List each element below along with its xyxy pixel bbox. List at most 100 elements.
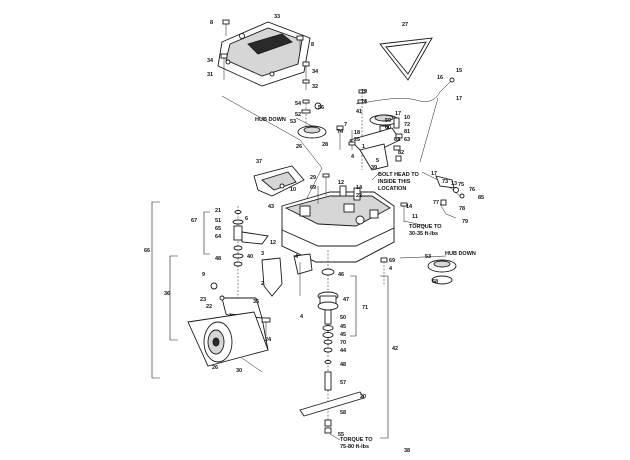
callout-4: 4	[300, 314, 304, 320]
drive-belt	[379, 37, 433, 81]
callout-6: 6	[245, 216, 248, 222]
callout-12: 12	[338, 180, 344, 186]
callout-74: 74	[337, 129, 344, 135]
callout-55: 55	[338, 432, 344, 438]
callout-31: 31	[207, 72, 213, 78]
hub-down-note-right: HUB DOWN	[445, 251, 476, 257]
torque-note-blade-line1: TORQUE TO	[340, 437, 373, 443]
callout-22: 22	[206, 304, 212, 310]
callout-9: 9	[202, 272, 205, 278]
callout-17: 17	[395, 111, 401, 117]
height-linkage	[400, 171, 465, 222]
callout-30: 30	[236, 368, 242, 374]
caster-mount-bracket	[261, 253, 313, 297]
callout-46: 46	[338, 272, 344, 278]
callout-58: 58	[340, 410, 346, 416]
callout-63: 63	[404, 137, 410, 143]
callout-26: 26	[296, 144, 302, 150]
callout-12: 12	[270, 240, 276, 246]
callout-48: 48	[215, 256, 221, 262]
callout-54: 54	[295, 101, 302, 107]
callout-45: 45	[340, 332, 346, 338]
callout-68: 68	[432, 279, 438, 285]
callout-51: 51	[215, 218, 221, 224]
callout-77: 77	[433, 200, 439, 206]
torque-note-blade-line2: 75-80 ft-lbs	[340, 444, 369, 450]
torque-note-deck-line2: 30-35 ft-lbs	[409, 231, 438, 237]
callout-34: 34	[312, 69, 319, 75]
callout-22: 22	[356, 193, 362, 199]
callout-24: 24	[265, 337, 272, 343]
callout-76: 76	[469, 187, 475, 193]
callout-53: 53	[290, 119, 296, 125]
callout-73: 73	[442, 179, 448, 185]
bolt-head-note-line2: INSIDE THIS	[378, 179, 411, 185]
callout-4: 4	[351, 154, 355, 160]
callout-20: 20	[360, 394, 366, 400]
callout-1: 1	[362, 144, 365, 150]
callout-33: 33	[274, 14, 280, 20]
callout-65: 65	[215, 226, 221, 232]
belt-guard	[253, 165, 305, 197]
callout-29: 29	[310, 175, 316, 181]
callout-32: 32	[312, 84, 318, 90]
callout-28: 28	[322, 142, 328, 148]
callout-27: 27	[402, 22, 408, 28]
callout-13: 13	[451, 181, 457, 187]
callout-21: 21	[215, 208, 221, 214]
callout-numbers: 8 33 8 27 34 34 31 32 16 15 17 19 14 41 …	[144, 14, 484, 454]
callout-11: 11	[412, 214, 418, 220]
bolt-head-note-line3: LOCATION	[378, 186, 406, 192]
callout-69: 69	[310, 185, 316, 191]
mower-deck	[281, 173, 395, 263]
callout-72: 72	[404, 122, 410, 128]
callout-66: 66	[144, 248, 150, 254]
callout-17: 17	[431, 171, 437, 177]
callout-8: 8	[210, 20, 213, 26]
callout-35: 35	[253, 299, 259, 305]
callout-26: 26	[212, 365, 218, 371]
callout-36: 36	[164, 291, 170, 297]
callout-10: 10	[404, 115, 410, 121]
caster-wheel	[203, 321, 233, 363]
caster-stack	[232, 206, 269, 300]
right-hub-pulley	[380, 257, 457, 286]
callout-34: 34	[207, 58, 214, 64]
callout-64: 64	[215, 234, 222, 240]
callout-8: 8	[311, 42, 314, 48]
callout-37: 37	[256, 159, 262, 165]
callout-57: 57	[340, 380, 346, 386]
callout-10: 10	[290, 187, 296, 193]
callout-4: 4	[389, 266, 393, 272]
engine-cover	[217, 21, 311, 87]
callout-16: 16	[437, 75, 443, 81]
torque-note-deck-line1: TORQUE TO	[409, 224, 442, 230]
callout-50: 50	[340, 315, 346, 321]
callout-14: 14	[361, 99, 368, 105]
callout-60: 60	[385, 125, 391, 131]
spindle-assembly	[299, 250, 365, 434]
callout-39: 39	[371, 165, 377, 171]
callout-2: 2	[261, 281, 264, 287]
cover-hardware	[220, 19, 310, 90]
bolt-head-note-line1: BOLT HEAD TO	[378, 172, 419, 178]
callout-82: 82	[398, 150, 404, 156]
callout-47: 47	[343, 297, 349, 303]
callout-48: 48	[340, 362, 346, 368]
callout-45: 45	[340, 324, 346, 330]
callout-25: 25	[354, 137, 360, 143]
callout-78: 78	[459, 206, 465, 212]
callout-67: 67	[191, 218, 197, 224]
idler-bracket	[336, 117, 403, 171]
callout-70: 70	[340, 340, 346, 346]
callout-71: 71	[362, 305, 368, 311]
callout-59: 59	[385, 118, 391, 124]
callout-79: 79	[462, 219, 468, 225]
callout-75: 75	[458, 182, 464, 188]
callout-43: 43	[268, 204, 274, 210]
callout-42: 42	[392, 346, 398, 352]
leader-lines	[295, 117, 447, 441]
callout-44: 44	[340, 348, 347, 354]
callout-52: 52	[295, 112, 301, 118]
callout-14: 14	[406, 204, 413, 210]
